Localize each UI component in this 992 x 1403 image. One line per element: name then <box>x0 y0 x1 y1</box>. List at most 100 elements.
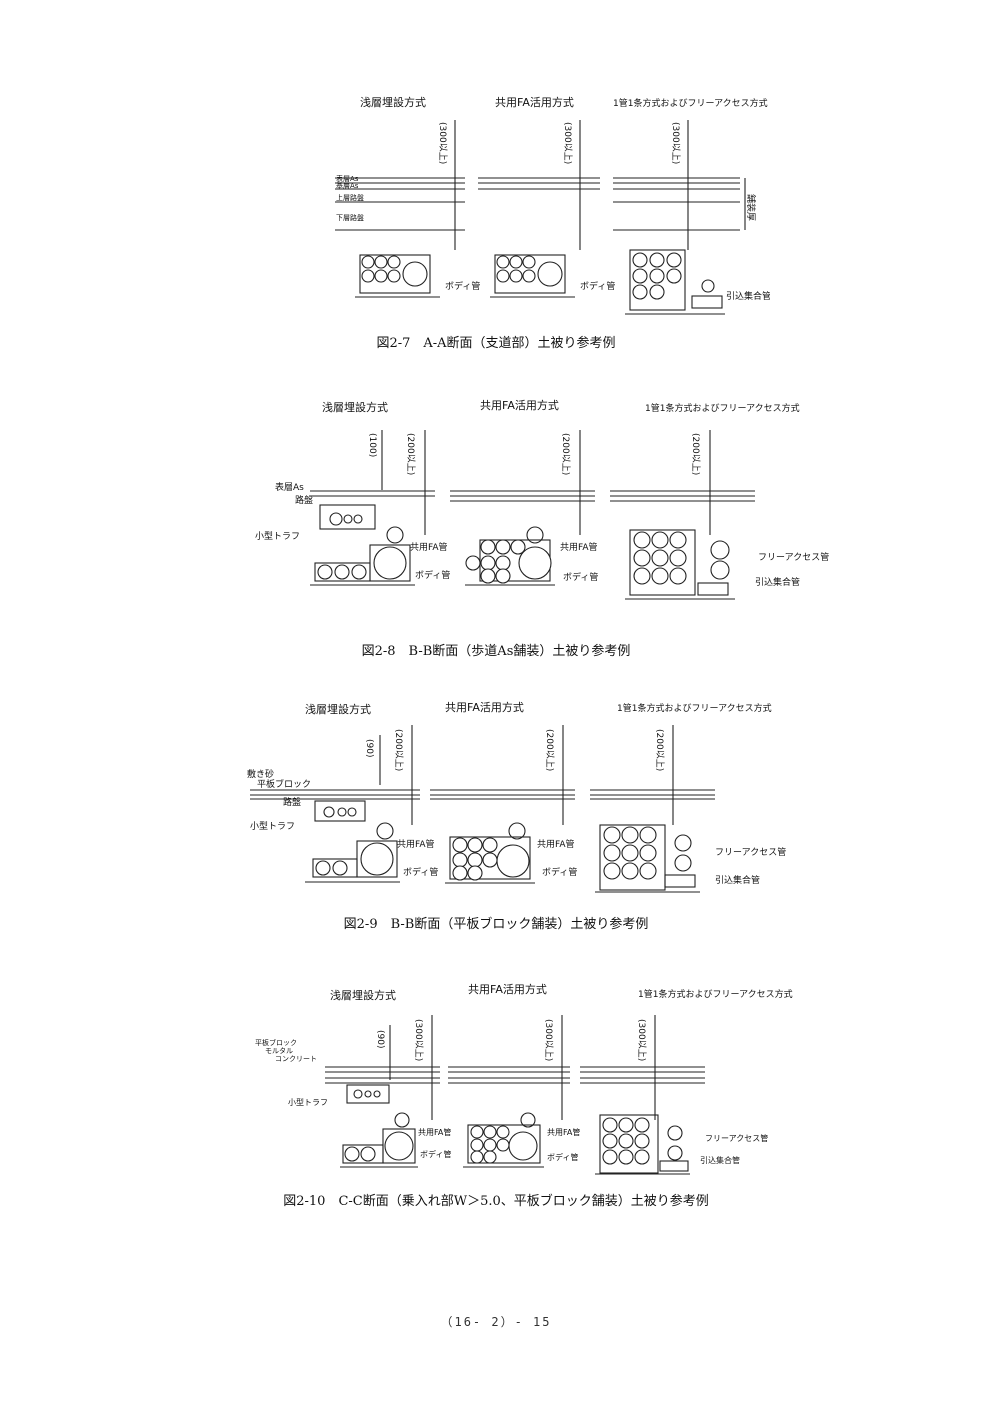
pipe-label: 共用FA管 <box>537 838 575 850</box>
caption-fig-2-10: 図2-10 C-C断面（乗入れ部W＞5.0、平板ブロック舗装）土被り参考例 <box>283 1194 709 1209</box>
heading-shared-fa: 共用FA活用方式 <box>495 95 574 109</box>
pipe-bundle-shallow <box>310 526 415 586</box>
pipe-bundle-single <box>595 824 700 893</box>
depth-dimension: (300以上) <box>562 120 581 250</box>
trough-label: 小型トラフ <box>288 1098 328 1107</box>
layer-label: コンクリート <box>275 1055 317 1063</box>
depth-dimension: (200以上) <box>393 725 413 825</box>
heading-single-pipe: 1管1条方式およびフリーアクセス方式 <box>645 402 800 414</box>
trough-label: 小型トラフ <box>250 821 295 832</box>
pipe-label: 引込集合管 <box>726 290 770 302</box>
layer-label: 路盤 <box>295 494 313 506</box>
pipe-label: ボディ管 <box>415 569 450 581</box>
svg-text:(200以上): (200以上) <box>560 433 571 475</box>
svg-text:(300以上): (300以上) <box>562 122 573 164</box>
pipe-label: ボディ管 <box>547 1152 578 1162</box>
pipe-label: ボディ管 <box>542 866 577 878</box>
pipe-label: ボディ管 <box>445 280 480 292</box>
svg-text:(300以上): (300以上) <box>413 1019 424 1061</box>
layer-label: 基層As <box>336 181 359 190</box>
pipe-bundle-single <box>595 1114 690 1175</box>
heading-shared-fa: 共用FA活用方式 <box>480 398 559 412</box>
svg-text:(200以上): (200以上) <box>654 729 665 771</box>
pipe-bundle-shared <box>490 254 575 298</box>
heading-shared-fa: 共用FA活用方式 <box>445 700 524 714</box>
svg-text:(200以上): (200以上) <box>544 729 555 771</box>
pavement-layers <box>310 490 755 502</box>
depth-dimension: (100) <box>367 430 383 490</box>
svg-text:(200以上): (200以上) <box>690 433 701 475</box>
depth-dimension: (200以上) <box>560 430 581 535</box>
caption-fig-2-7: 図2-7 A-A断面（支道部）土被り参考例 <box>376 336 616 351</box>
pipe-label: 引込集合管 <box>755 576 800 588</box>
heading-single-pipe: 1管1条方式およびフリーアクセス方式 <box>617 702 772 714</box>
svg-text:(100): (100) <box>367 433 377 457</box>
layer-label: 表層As <box>275 481 304 493</box>
heading-shallow: 浅層埋設方式 <box>322 400 388 414</box>
pipe-label: フリーアクセス管 <box>758 551 829 563</box>
pipe-label: 共用FA管 <box>397 838 435 850</box>
layer-label: 平板ブロック <box>255 1038 297 1047</box>
pipe-label: フリーアクセス管 <box>715 846 786 858</box>
svg-text:(200以上): (200以上) <box>393 729 404 771</box>
svg-text:(300以上): (300以上) <box>670 122 681 164</box>
heading-single-pipe: 1管1条方式およびフリーアクセス方式 <box>638 988 793 1000</box>
layer-label: モルタル <box>265 1046 293 1055</box>
depth-dimension: (90) <box>375 1025 391 1080</box>
layer-label: 下層路盤 <box>336 213 364 222</box>
caption-fig-2-8: 図2-8 B-B断面（歩道As舗装）土被り参考例 <box>361 644 631 659</box>
depth-dimension: (200以上) <box>654 725 674 825</box>
trough-label: 小型トラフ <box>255 531 300 542</box>
depth-dimension: (300以上) <box>670 120 689 250</box>
pipe-label: フリーアクセス管 <box>705 1133 768 1143</box>
heading-shallow: 浅層埋設方式 <box>305 702 371 716</box>
svg-text:(300以上): (300以上) <box>437 122 448 164</box>
heading-shared-fa: 共用FA活用方式 <box>468 982 547 996</box>
depth-dimension: (300以上) <box>437 120 456 250</box>
pipe-label: 引込集合管 <box>700 1155 740 1165</box>
layer-label: 路盤 <box>283 796 301 808</box>
figure-2-7: 浅層埋設方式 共用FA活用方式 1管1条方式およびフリーアクセス方式 (300以… <box>330 90 770 330</box>
pipe-label: ボディ管 <box>403 866 438 878</box>
page-number: （16- 2）- 15 <box>440 1315 552 1329</box>
pipe-bundle-shared <box>465 526 555 586</box>
small-trough <box>346 1084 390 1104</box>
figure-2-8: 浅層埋設方式 共用FA活用方式 1管1条方式およびフリーアクセス方式 (100)… <box>250 395 850 615</box>
svg-text:(300以上): (300以上) <box>636 1019 647 1061</box>
pavement-layers <box>335 177 740 231</box>
pipe-label: ボディ管 <box>420 1149 451 1159</box>
depth-dimension: (200以上) <box>544 725 564 825</box>
svg-text:(90): (90) <box>375 1030 385 1048</box>
pipe-bundle-single <box>625 529 735 600</box>
pipe-label: 共用FA管 <box>410 541 448 553</box>
side-label: 舗装厚 <box>745 194 757 221</box>
figure-2-9: 浅層埋設方式 共用FA活用方式 1管1条方式およびフリーアクセス方式 (90) … <box>245 695 825 900</box>
svg-text:(300以上): (300以上) <box>543 1019 554 1061</box>
pipe-label: 共用FA管 <box>547 1127 580 1137</box>
pipe-bundle-single <box>625 249 725 315</box>
svg-text:(200以上): (200以上) <box>405 433 416 475</box>
small-trough <box>314 800 366 822</box>
pipe-label: 共用FA管 <box>418 1127 451 1137</box>
heading-single-pipe: 1管1条方式およびフリーアクセス方式 <box>613 97 768 109</box>
layer-label: 表層As <box>336 174 359 183</box>
caption-fig-2-9: 図2-9 B-B断面（平板ブロック舗装）土被り参考例 <box>343 917 649 932</box>
pipe-label: 共用FA管 <box>560 541 598 553</box>
heading-shallow: 浅層埋設方式 <box>360 95 426 109</box>
layer-label: 敷き砂 <box>247 768 274 780</box>
pipe-bundle-shared <box>445 822 535 884</box>
depth-dimension: (200以上) <box>690 430 711 535</box>
svg-text:(90): (90) <box>364 739 374 757</box>
pipe-bundle-shared <box>463 1112 544 1168</box>
small-trough <box>319 504 376 530</box>
pipe-bundle-shallow <box>355 254 440 298</box>
figure-2-10: 浅層埋設方式 共用FA活用方式 1管1条方式およびフリーアクセス方式 (90) … <box>250 975 810 1180</box>
heading-shallow: 浅層埋設方式 <box>330 988 396 1002</box>
pipe-label: ボディ管 <box>580 280 615 292</box>
pavement-layers <box>250 789 715 800</box>
pavement-layers <box>325 1066 705 1084</box>
pipe-bundle-shallow <box>305 822 400 883</box>
layer-label: 平板ブロック <box>257 778 311 790</box>
depth-dimension: (90) <box>364 735 381 785</box>
depth-dimension: (200以上) <box>405 430 426 535</box>
